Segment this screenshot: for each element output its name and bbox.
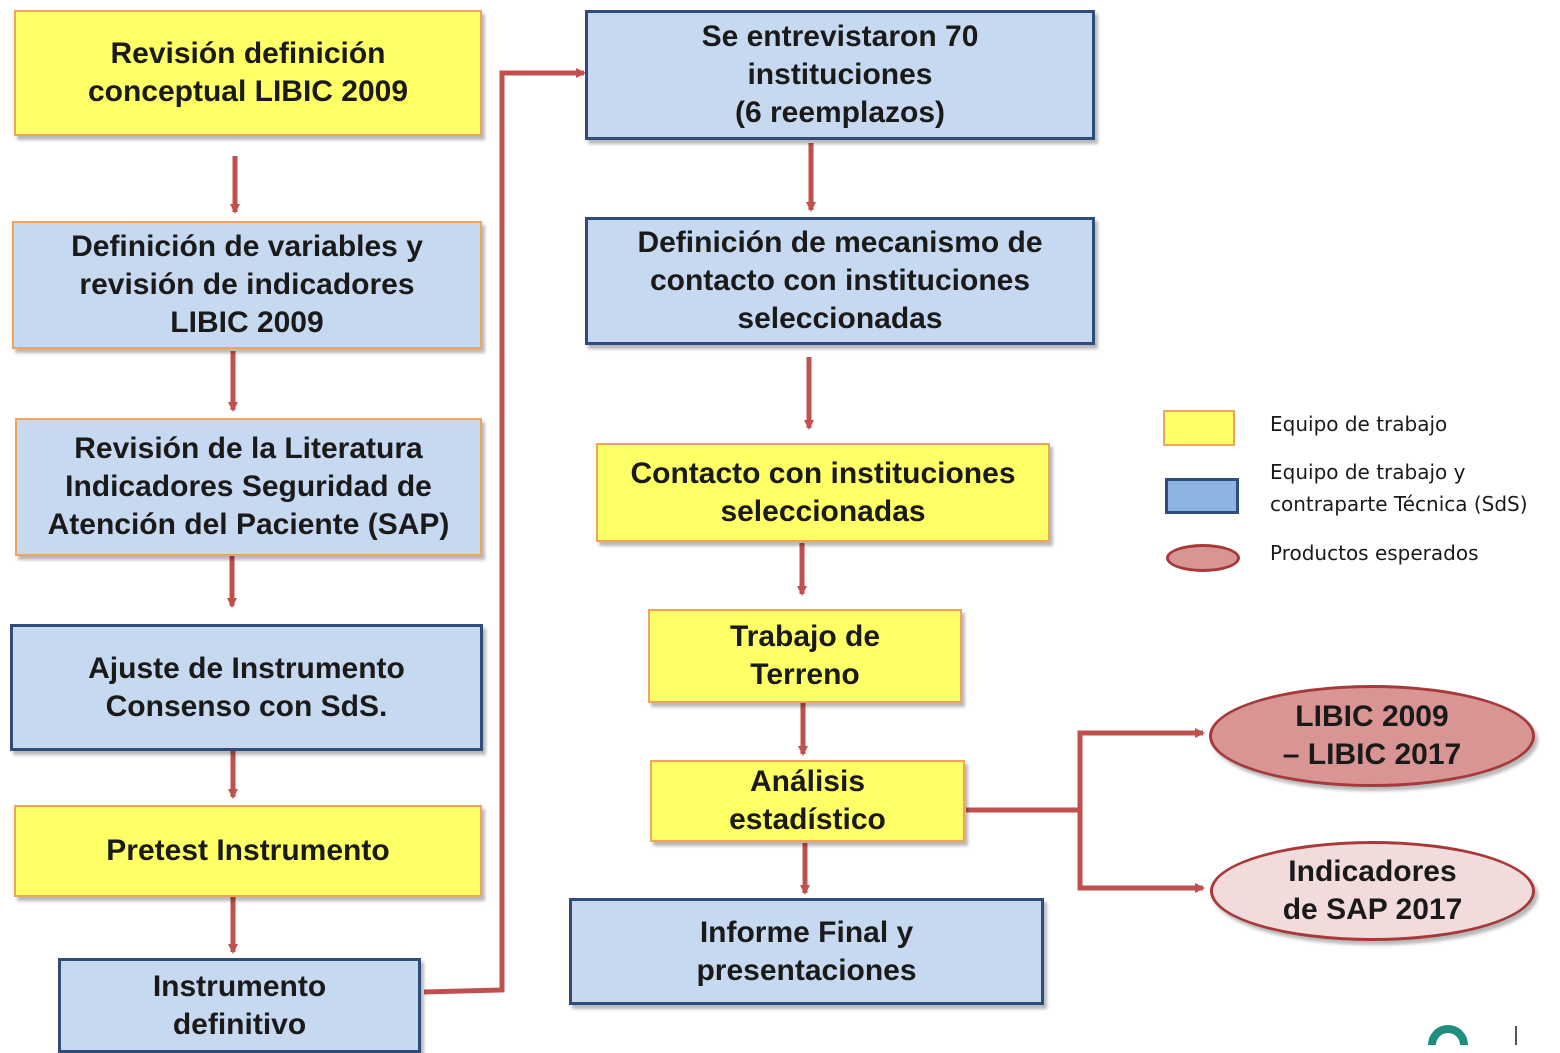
box-instrumento-definitivo: Instrumento definitivo [58,958,421,1053]
box-revision-literatura: Revisión de la Literatura Indicadores Se… [15,418,482,556]
box-definicion-variables: Definición de variables y revisión de in… [12,221,482,349]
box-contacto: Contacto con instituciones seleccionadas [596,443,1050,542]
box-informe-final: Informe Final y presentaciones [569,898,1044,1005]
box-ajuste-instrumento: Ajuste de Instrumento Consenso con SdS. [10,624,483,751]
box-trabajo-terreno: Trabajo de Terreno [648,609,962,703]
box-entrevistas: Se entrevistaron 70 instituciones (6 ree… [585,10,1095,140]
legend-label-equipo: Equipo de trabajo [1270,412,1448,436]
box-analisis: Análisis estadístico [650,760,965,842]
legend-label-equipo-contraparte: Equipo de trabajo y contraparte Técnica … [1270,460,1528,516]
product-libic: LIBIC 2009 – LIBIC 2017 [1209,685,1535,787]
legend-swatch-yellow [1163,410,1235,446]
box-definicion-mecanismo: Definición de mecanismo de contacto con … [585,217,1095,345]
box-revision-definicion: Revisión definición conceptual LIBIC 200… [14,10,482,136]
legend-label-productos: Productos esperados [1270,541,1479,565]
arrow-to-libic [1077,728,1205,810]
box-pretest: Pretest Instrumento [14,805,482,897]
product-indicadores: Indicadores de SAP 2017 [1210,841,1535,941]
legend-swatch-ellipse [1166,544,1240,572]
legend-swatch-blue [1165,478,1239,514]
arrow-instrumento-to-entrevistas [423,68,586,995]
arrow-to-indicadores [1077,810,1205,893]
logo-icon [1428,1025,1517,1045]
